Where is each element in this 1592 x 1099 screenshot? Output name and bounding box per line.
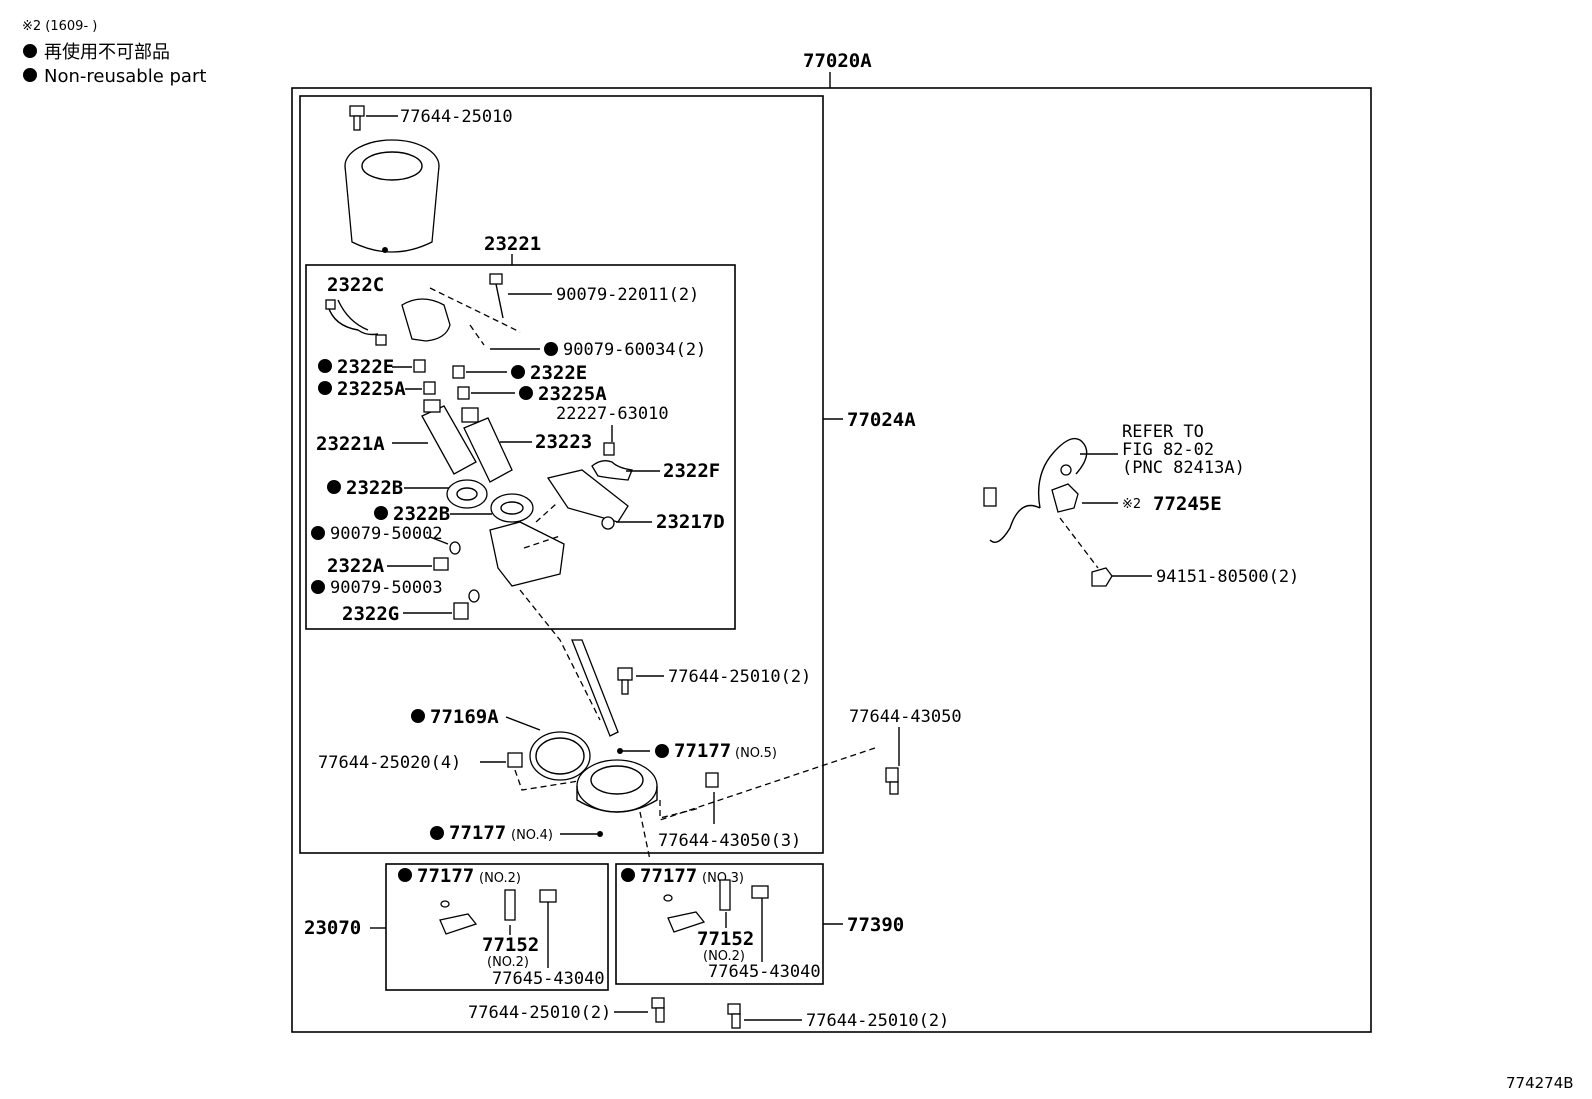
clamp-part xyxy=(1051,483,1079,513)
label-77644-25010-top: 77644-25010 xyxy=(400,107,513,127)
label-pnc-82413A: (PNC 82413A) xyxy=(1122,458,1245,478)
label-23225A-right: 23225A xyxy=(538,383,607,405)
label-fig-82-02: FIG 82-02 xyxy=(1122,440,1214,460)
gasket-part xyxy=(529,731,591,781)
label-90079-22011: 90079-22011(2) xyxy=(556,285,699,305)
label-no2: (NO.2) xyxy=(479,871,521,886)
bolt-part-43050 xyxy=(885,767,899,795)
label-90079-50003: 90079-50003 xyxy=(330,578,443,598)
pump-subassembly-frame xyxy=(305,264,736,630)
label-77245E: 77245E xyxy=(1153,493,1222,515)
bolt-part xyxy=(617,667,633,695)
sender-box-23070 xyxy=(385,863,609,991)
canister-part xyxy=(344,139,440,253)
label-refer-to: REFER TO xyxy=(1122,422,1204,442)
pump-bracket-part xyxy=(489,521,565,587)
label-77177-no5: 77177 xyxy=(674,740,731,762)
bracket-part xyxy=(546,469,629,523)
level-rod-part xyxy=(571,639,619,737)
filter-housing-part xyxy=(401,298,451,342)
bolt-part-bottom-left xyxy=(651,997,665,1023)
legend-non-reusable-jp: 再使用不可部品 xyxy=(44,42,170,63)
terminal-part-a xyxy=(504,889,516,921)
label-2322C: 2322C xyxy=(327,274,384,296)
label-no3: (NO.3) xyxy=(702,871,744,886)
label-77177-no4: 77177 xyxy=(449,822,506,844)
label-2322B-1: 2322B xyxy=(346,477,403,499)
label-77177-no3: 77177 xyxy=(640,865,697,887)
diagram-id: 774274B xyxy=(1506,1074,1574,1092)
label-23221A: 23221A xyxy=(316,433,385,455)
assembly-77020A-frame xyxy=(291,87,1372,1033)
harness-wire-part xyxy=(989,437,1088,543)
fuel-pump-right-part xyxy=(461,407,513,483)
label-77152-b: 77152 xyxy=(697,928,754,950)
fuel-pump-left-part xyxy=(421,399,477,475)
label-77152-b-no: (NO.2) xyxy=(703,949,745,964)
label-2322E-right: 2322E xyxy=(530,362,587,384)
label-77644-25010-2c: 77644-25010(2) xyxy=(806,1011,949,1031)
bolt-part-bottom-right xyxy=(727,1003,741,1029)
label-2322A: 2322A xyxy=(327,555,385,577)
label-94151-80500: 94151-80500(2) xyxy=(1156,567,1299,587)
non-reusable-dot-icon xyxy=(23,44,37,58)
clip-part xyxy=(591,460,633,481)
connector-part xyxy=(983,487,997,507)
label-2322B-2: 2322B xyxy=(393,503,450,525)
label-23217D: 23217D xyxy=(656,511,725,533)
label-77645-43040-b: 77645-43040 xyxy=(708,962,821,982)
label-77644-43050-single: 77644-43050 xyxy=(849,707,962,727)
label-23223: 23223 xyxy=(535,431,592,453)
sender-gauge-part-a xyxy=(439,913,478,935)
label-77644-25020: 77644-25020(4) xyxy=(318,753,461,773)
cushion-ring-part-1 xyxy=(446,479,488,509)
label-77390: 77390 xyxy=(847,914,904,936)
label-77169A: 77169A xyxy=(430,706,499,728)
long-bolt-part xyxy=(489,273,504,319)
label-2322E-left: 2322E xyxy=(337,356,394,378)
label-2322G: 2322G xyxy=(342,603,399,625)
base-plate-part xyxy=(576,759,658,813)
legend-note: ※2 (1609- ) xyxy=(22,19,97,34)
legend: ※2 (1609- ) 再使用不可部品 Non-reusable part xyxy=(22,19,206,87)
label-77024A: 77024A xyxy=(847,409,916,431)
screw-part-b xyxy=(751,885,769,962)
screw-part-a xyxy=(539,889,557,968)
label-90079-60034: 90079-60034(2) xyxy=(563,340,706,360)
wire-harness-part xyxy=(327,299,379,336)
label-23070: 23070 xyxy=(304,917,361,939)
label-22227-63010: 22227-63010 xyxy=(556,404,669,424)
label-23221: 23221 xyxy=(484,233,541,255)
label-no4: (NO.4) xyxy=(511,828,553,843)
top-bolt-part xyxy=(349,105,398,131)
label-77020A: 77020A xyxy=(803,50,872,72)
label-90079-50002: 90079-50002 xyxy=(330,524,443,544)
label-77245E-mark: ※2 xyxy=(1122,497,1141,512)
assembly-77024A-frame xyxy=(299,95,824,854)
terminal-part-b xyxy=(719,879,731,911)
label-23225A-left: 23225A xyxy=(337,378,406,400)
label-77645-43040-a: 77645-43040 xyxy=(492,969,605,989)
label-77152-a: 77152 xyxy=(482,934,539,956)
nut-part xyxy=(1091,567,1113,587)
label-77644-25010-2b: 77644-25010(2) xyxy=(468,1003,611,1023)
label-77177-no2: 77177 xyxy=(417,865,474,887)
non-reusable-dot-icon xyxy=(23,68,37,82)
label-77644-43050-3: 77644-43050(3) xyxy=(658,831,801,851)
label-2322F: 2322F xyxy=(663,460,720,482)
label-77152-a-no: (NO.2) xyxy=(487,955,529,970)
legend-non-reusable-en: Non-reusable part xyxy=(44,66,206,87)
sender-gauge-part-b xyxy=(667,911,706,933)
cushion-ring-part-2 xyxy=(490,493,534,523)
label-no5: (NO.5) xyxy=(735,746,777,761)
label-77644-25010-2a: 77644-25010(2) xyxy=(668,667,811,687)
